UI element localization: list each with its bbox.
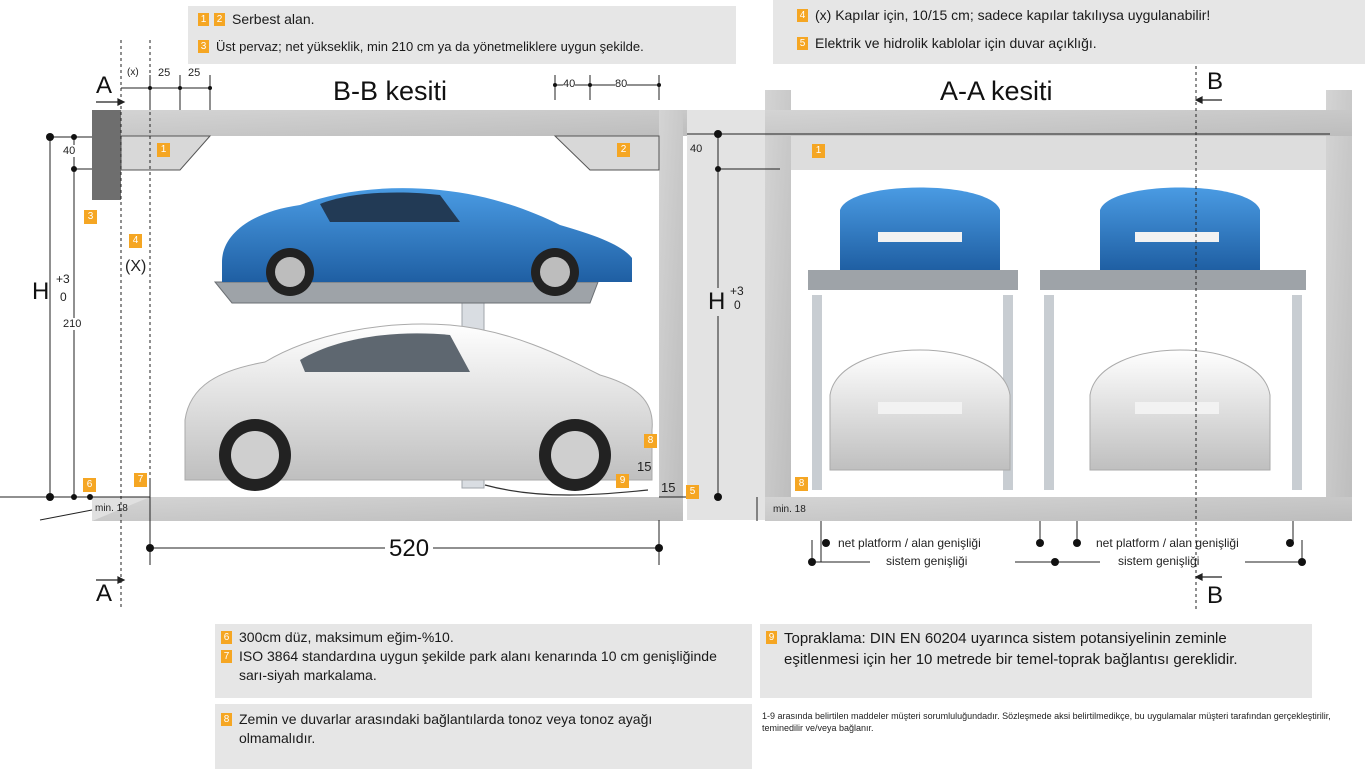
footnote: 1-9 arasında belirtilen maddeler müşteri… [762,711,1331,733]
aa-height-sup: +3 [730,284,744,298]
grounding-cable [484,484,649,496]
bb-marker-a-top: A [96,72,113,99]
dim-15a: 15 [637,459,652,474]
badge-1: 1 [198,13,209,26]
bb-width-520: 520 [385,535,434,563]
aa-lift-left [808,187,1018,490]
note-8: 8 Zemin ve duvarlar arasındaki bağlantıl… [221,710,746,748]
dim-25a: 25 [158,67,171,79]
note-text: Üst pervaz; net yükseklik, min 210 cm ya… [216,39,644,54]
bb-floor-slab [92,497,683,521]
note-text: Topraklama: DIN EN 60204 uyarınca sistem… [784,630,1238,668]
notes-bottom-left-2: 8 Zemin ve duvarlar arasındaki bağlantıl… [215,704,752,769]
aa-floor [765,497,1352,521]
badge-2: 2 [214,13,225,26]
dim-25b: 25 [188,67,201,79]
aa-min18: min. 18 [773,504,806,515]
bb-badge-7: 7 [134,473,147,487]
dim-210: 210 [63,318,82,330]
aa-height-sub: 0 [734,298,741,312]
bb-badge-4: 4 [129,234,142,248]
bb-white-car [184,323,653,491]
bb-section-title: B-B kesiti [333,76,448,106]
dim-40-left: 40 [63,145,76,157]
aa-system-width-right: sistem genişliği [1118,554,1200,568]
note-text: (x) Kapılar için, 10/15 cm; sadece kapıl… [815,7,1211,23]
x-label: (X) [125,258,147,275]
notes-bottom-left-1: 6 300cm düz, maksimum eğim-%10. 7 ISO 38… [215,624,752,698]
aa-ceiling [765,110,1352,136]
badge-3: 3 [198,40,209,53]
bb-badge-2: 2 [617,143,630,157]
note-1-2: 1 2 Serbest alan. [198,10,726,29]
aa-section-arrows [1194,96,1222,581]
aa-dimension-dots [714,130,1306,566]
bb-marker-a-bottom: A [96,580,113,607]
aa-badge-1: 1 [812,144,825,158]
bb-min18: min. 18 [95,503,128,514]
aa-marker-b-top: B [1207,68,1224,95]
badge-4: 4 [797,9,808,22]
aa-lift-right [1040,187,1306,490]
bb-badge-3: 3 [84,210,97,224]
badge-8: 8 [221,713,232,726]
note-text: ISO 3864 standardına uygun şekilde park … [239,648,717,683]
bb-ceiling-slab [92,110,699,136]
bb-height-h: H [32,278,50,306]
badge-7: 7 [221,650,232,663]
note-text: Elektrik ve hidrolik kablolar için duvar… [815,35,1097,51]
notes-bottom-right: 9 Topraklama: DIN EN 60204 uyarınca sist… [760,624,1312,698]
badge-9: 9 [766,631,777,644]
dim-15b: 15 [661,480,676,495]
aa-height-h: H [708,288,726,316]
note-6: 6 300cm düz, maksimum eğim-%10. [221,628,746,647]
aa-dim-40: 40 [690,143,703,155]
aa-badge-8: 8 [795,477,808,491]
note-text: 300cm düz, maksimum eğim-%10. [239,629,454,645]
bb-badge-8: 8 [644,434,657,448]
note-7: 7 ISO 3864 standardına uygun şekilde par… [221,647,746,685]
bb-badge-6: 6 [83,478,96,492]
aa-section-title: A-A kesiti [940,76,1053,106]
bb-blue-car [222,188,632,296]
badge-6: 6 [221,631,232,644]
notes-top-left: 1 2 Serbest alan. 3 Üst pervaz; net yüks… [188,6,736,64]
bb-section-drawing [0,40,760,610]
bb-badge-9: 9 [616,474,629,488]
note-3: 3 Üst pervaz; net yükseklik, min 210 cm … [198,37,726,56]
aa-net-width-right: net platform / alan genişliği [1096,536,1239,550]
free-zone-2 [553,135,660,171]
aa-marker-b-bottom: B [1207,582,1224,609]
bb-badge-1: 1 [157,143,170,157]
aa-left-wall [765,90,791,520]
bb-section-arrows [96,98,126,584]
note-9: 9 Topraklama: DIN EN 60204 uyarınca sist… [766,628,1306,670]
aa-net-width-left: net platform / alan genişliği [838,536,981,550]
badge-5: 5 [797,37,808,50]
bb-badge-5: 5 [686,485,699,499]
aa-free-zone-1 [791,136,1326,170]
bb-right-wall [659,110,683,520]
bb-height-sup: +3 [56,272,70,286]
aa-section-drawing [687,60,1352,610]
note-text: Serbest alan. [232,11,315,27]
dim-80: 80 [615,78,628,90]
bb-dimension-dots [46,83,760,552]
dim-x: (x) [127,67,139,78]
bb-height-sub: 0 [60,290,67,304]
bb-door-lintel [92,110,121,200]
note-5: 5 Elektrik ve hidrolik kablolar için duv… [797,34,1341,53]
note-4: 4 (x) Kapılar için, 10/15 cm; sadece kap… [797,6,1341,25]
note-text: Zemin ve duvarlar arasındaki bağlantılar… [239,711,653,746]
aa-right-wall [1326,90,1352,520]
dim-40-top: 40 [563,78,576,90]
aa-system-width-left: sistem genişliği [886,554,968,568]
notes-top-right: 4 (x) Kapılar için, 10/15 cm; sadece kap… [773,0,1365,64]
